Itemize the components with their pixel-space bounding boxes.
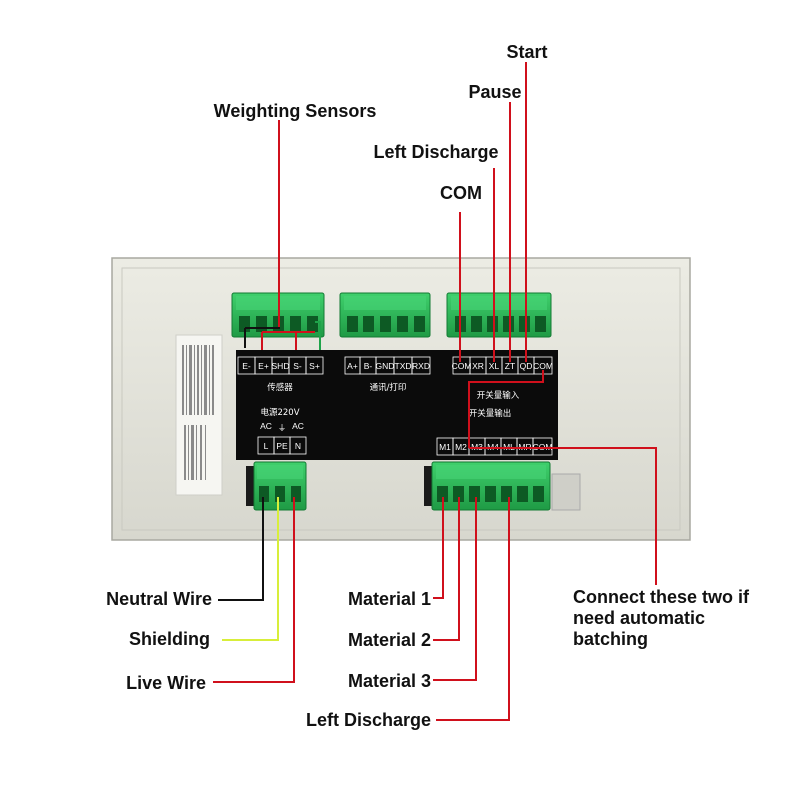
power-pin-label: N xyxy=(295,441,301,451)
sensor-pin-label: E+ xyxy=(258,361,269,371)
label-connect-line-2: need automatic xyxy=(573,608,705,628)
comm-pin-labels: A+ B- GND TXD RXD 通讯/打印 xyxy=(344,356,431,393)
shielding-wire-line xyxy=(222,497,279,641)
label-shielding: Shielding xyxy=(129,629,210,649)
label-material-1: Material 1 xyxy=(348,589,431,609)
sensor-pin-label: S- xyxy=(293,361,302,371)
comm-pin-label: RXD xyxy=(412,361,430,371)
sensor-wires xyxy=(244,120,321,350)
output-pin-label: M2 xyxy=(455,442,467,452)
label-neutral-wire: Neutral Wire xyxy=(106,589,212,609)
power-pin-labels: 电源220V AC ⏚ AC L PE N xyxy=(257,407,307,455)
power-wires xyxy=(213,497,295,683)
power-pin-label: PE xyxy=(276,441,288,451)
power-terminal-block xyxy=(246,461,307,511)
input-pin-label: ZT xyxy=(505,361,515,371)
label-start: Start xyxy=(506,42,547,62)
label-material-3: Material 3 xyxy=(348,671,431,691)
input-pin-label: COM xyxy=(533,361,553,371)
batching-link-wire xyxy=(468,370,657,585)
power-ac-right: AC xyxy=(292,421,304,431)
neutral-wire-line xyxy=(218,497,264,601)
label-connect-line-3: batching xyxy=(573,629,648,649)
power-ac-left: AC xyxy=(260,421,272,431)
label-live-wire: Live Wire xyxy=(126,673,206,693)
comm-pin-label: TXD xyxy=(395,361,412,371)
comm-pin-label: B- xyxy=(364,361,373,371)
material-1-wire xyxy=(433,497,444,599)
input-pin-label: XR xyxy=(472,361,484,371)
output-pin-label: M1 xyxy=(439,442,451,452)
label-material-2: Material 2 xyxy=(348,630,431,650)
input-pin-label: XL xyxy=(489,361,500,371)
live-wire-line xyxy=(213,497,295,683)
input-terminal-block xyxy=(446,292,552,338)
comm-pin-label: A+ xyxy=(347,361,358,371)
label-pause: Pause xyxy=(468,82,521,102)
sensor-pin-labels: E- E+ SHD S- S+ 传感器 xyxy=(237,356,324,393)
barcode-sticker xyxy=(175,334,223,496)
input-wires xyxy=(459,62,527,362)
left-discharge-output-wire xyxy=(436,497,510,721)
input-caption: 开关量输入 xyxy=(477,390,520,401)
comm-pin-label: GND xyxy=(376,361,395,371)
comm-terminal-block xyxy=(339,292,431,338)
sensor-pin-label: E- xyxy=(242,361,251,371)
material-2-wire xyxy=(433,497,460,641)
power-caption: 电源220V xyxy=(260,407,299,418)
material-3-wire xyxy=(433,497,477,681)
input-pin-label: QD xyxy=(520,361,533,371)
output-caption: 开关量输出 xyxy=(469,408,512,419)
label-left-discharge-top: Left Discharge xyxy=(373,142,498,162)
comm-caption: 通讯/打印 xyxy=(370,382,407,393)
label-connect-line-1: Connect these two if xyxy=(573,587,750,607)
power-pin-label: L xyxy=(264,441,269,451)
label-weighting-sensors: Weighting Sensors xyxy=(214,101,377,121)
label-com: COM xyxy=(440,183,482,203)
output-terminal-block xyxy=(424,461,581,511)
sensor-pin-label: S+ xyxy=(309,361,320,371)
ground-icon: ⏚ xyxy=(278,423,287,433)
label-left-discharge-bottom: Left Discharge xyxy=(306,710,431,730)
sensor-pin-label: SHD xyxy=(272,361,290,371)
output-wires xyxy=(433,497,510,721)
sensor-caption: 传感器 xyxy=(267,382,293,393)
input-pin-label: COM xyxy=(452,361,472,371)
